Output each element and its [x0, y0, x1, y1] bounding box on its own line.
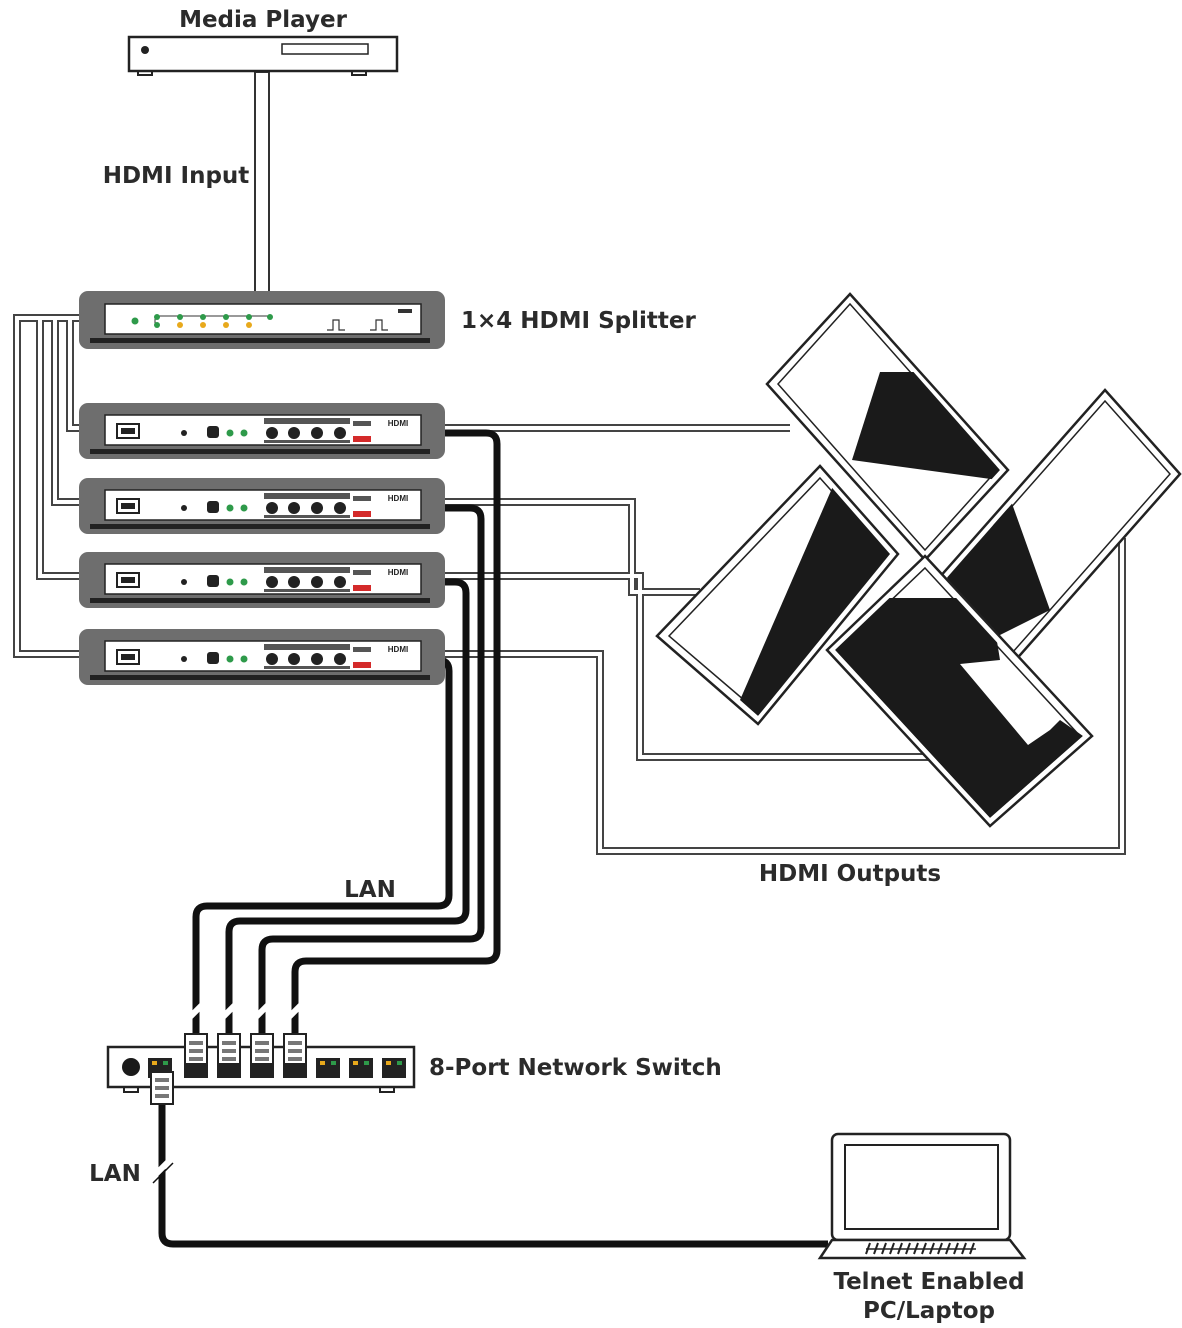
lan-upper-label: LAN: [344, 877, 396, 903]
splitter-label: 1×4 HDMI Splitter: [461, 308, 696, 334]
laptop-label-line2: PC/Laptop: [863, 1298, 995, 1324]
hdbaset-unit: HDMI: [79, 552, 445, 608]
display-panel: [825, 554, 1094, 828]
hdmi-badge: HDMI: [388, 568, 408, 577]
hdmi-input-cable: [254, 71, 270, 305]
switch-port: [316, 1058, 340, 1078]
lan-lower-label: LAN: [89, 1161, 141, 1187]
switch-port: [382, 1058, 406, 1078]
switch-port: [349, 1058, 373, 1078]
hdbaset-unit: HDMI: [79, 478, 445, 534]
rj45-plug: [250, 1033, 274, 1065]
display-panel: [765, 292, 1010, 562]
rj45-plug: [283, 1033, 307, 1065]
hdbaset-unit: HDMI: [79, 403, 445, 459]
hdmi-input-label: HDMI Input: [103, 163, 250, 189]
network-switch-icon: [106, 1033, 416, 1105]
hdmi-output-cables: [425, 424, 1126, 855]
media-player-icon: [127, 35, 399, 76]
rj45-plug: [150, 1071, 174, 1105]
lan-cables: [192, 429, 501, 1035]
lan-break-line: [152, 1162, 174, 1184]
rj45-plug: [184, 1033, 208, 1065]
lan-cable-laptop: [158, 1100, 828, 1248]
hdmi-badge: HDMI: [388, 494, 408, 503]
laptop-icon: [817, 1132, 1027, 1260]
hdmi-splitter-icon: [79, 291, 445, 349]
lan-break-mark: [147, 1153, 177, 1183]
rj45-plug: [217, 1033, 241, 1065]
switch-label: 8-Port Network Switch: [429, 1055, 722, 1081]
hdbaset-unit: HDMI: [79, 629, 445, 685]
video-wall-icon: [655, 292, 1182, 828]
hdmi-outputs-label: HDMI Outputs: [759, 861, 941, 887]
laptop-label-line1: Telnet Enabled: [833, 1269, 1024, 1295]
hdmi-badge: HDMI: [388, 645, 408, 654]
hdmi-badge: HDMI: [388, 419, 408, 428]
lan-break-marks: [182, 997, 309, 1025]
media-player-label: Media Player: [179, 7, 348, 33]
